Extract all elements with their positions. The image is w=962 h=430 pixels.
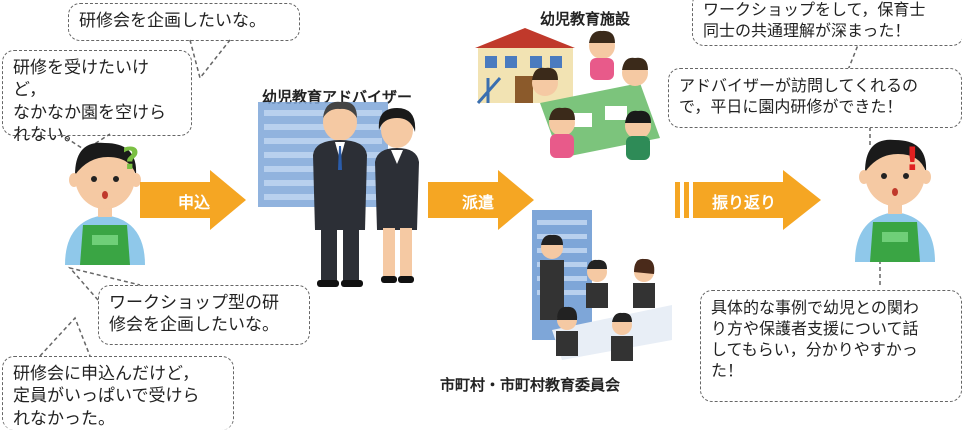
- exclamation-mark-icon: !: [905, 140, 920, 178]
- right-bubble-top: ワークショップをして，保育士 同士の共通理解が深まった！: [692, 0, 962, 46]
- dispatch-arrow-label: 派遣: [462, 193, 495, 212]
- right-bubble-mid: アドバイザーが訪問してくれるの で，平日に園内研修ができた！: [668, 68, 962, 128]
- advisor-label: 幼児教育アドバイザー: [262, 88, 413, 106]
- kindergarten-illustration: [475, 28, 660, 160]
- kindergarten-label: 幼児教育施設: [540, 10, 631, 28]
- reflection-arrow-label: 振り返り: [712, 193, 777, 212]
- reflection-arrow: [675, 170, 821, 230]
- question-mark-icon: ?: [122, 142, 140, 177]
- right-bubble-bottom: 具体的な事例で幼児との関わ り方や保護者支援について話 してもらい，分かりやすか…: [700, 290, 962, 402]
- municipality-illustration: [532, 210, 672, 361]
- advisor-people: [313, 101, 419, 287]
- left-bubble-lower: ワークショップ型の研 修会を企画したいな。: [98, 285, 310, 345]
- left-bubble-bottom: 研修会に申込んだけど， 定員がいっぱいで受けら れなかった。: [2, 356, 234, 430]
- right-person: [855, 139, 935, 262]
- dispatch-arrow: [428, 170, 534, 230]
- apply-arrow: [140, 170, 246, 230]
- apply-arrow-label: 申込: [178, 193, 211, 212]
- municipality-label: 市町村・市町村教育委員会: [440, 376, 621, 394]
- left-bubble-mid: 研修を受けたいけど， なかなか園を空けら れない。: [2, 50, 192, 145]
- left-bubble-top: 研修会を企画したいな。: [68, 3, 300, 41]
- left-person: [65, 142, 145, 265]
